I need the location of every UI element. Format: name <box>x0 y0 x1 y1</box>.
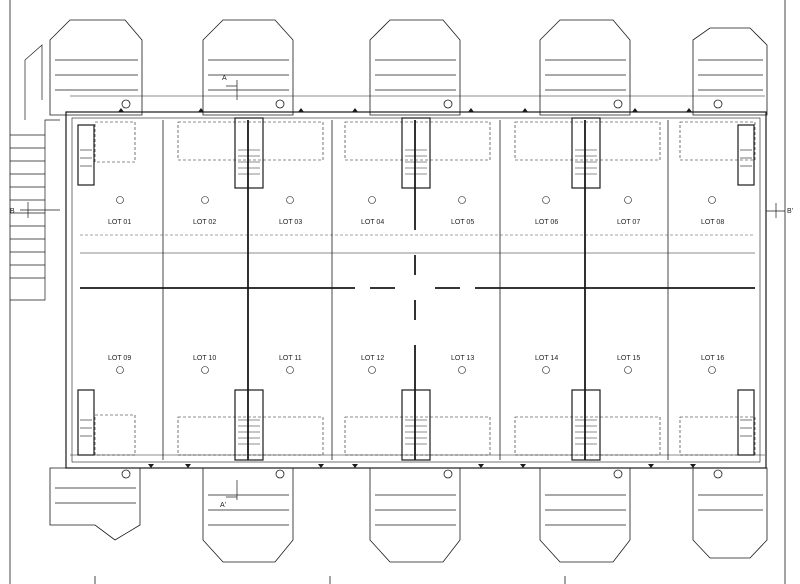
section-a-label: A <box>222 75 227 82</box>
grid-ticks <box>94 576 566 584</box>
stair-cores <box>77 117 755 461</box>
site-boundary <box>9 0 786 584</box>
lot-label: LOT 07 <box>617 219 640 226</box>
lot-label: LOT 04 <box>361 219 384 226</box>
lot-label: LOT 16 <box>701 355 724 362</box>
lot-label: LOT 10 <box>193 355 216 362</box>
left-ramp <box>10 44 60 301</box>
top-parking-pods <box>49 19 768 116</box>
section-b-label: B <box>10 208 15 215</box>
lot-label: LOT 08 <box>701 219 724 226</box>
mezzanine-outlines <box>94 121 756 456</box>
lot-label: LOT 15 <box>617 355 640 362</box>
tank-symbols <box>121 99 723 479</box>
building-envelope <box>65 95 767 469</box>
lot-label: LOT 14 <box>535 355 558 362</box>
lot-labels-bottom: LOT 09 LOT 10 LOT 11 LOT 12 LOT 13 LOT 1… <box>108 355 724 362</box>
lot-label: LOT 11 <box>279 355 302 362</box>
section-b-prime-label: B' <box>787 208 793 215</box>
lot-label: LOT 01 <box>108 219 131 226</box>
lot-label: LOT 02 <box>193 219 216 226</box>
lot-label: LOT 05 <box>451 219 474 226</box>
bottom-parking-pods <box>49 467 768 563</box>
stair-treads <box>80 149 752 445</box>
drain-symbols <box>116 196 716 374</box>
section-a-prime-label: A' <box>220 502 226 509</box>
lot-label: LOT 12 <box>361 355 384 362</box>
section-markers <box>20 80 785 500</box>
lot-label: LOT 06 <box>535 219 558 226</box>
party-walls <box>80 120 755 460</box>
lot-label: LOT 09 <box>108 355 131 362</box>
lot-labels-top: LOT 01 LOT 02 LOT 03 LOT 04 LOT 05 LOT 0… <box>108 219 724 226</box>
lot-label: LOT 03 <box>279 219 302 226</box>
lot-label: LOT 13 <box>451 355 474 362</box>
door-markers <box>118 108 696 468</box>
